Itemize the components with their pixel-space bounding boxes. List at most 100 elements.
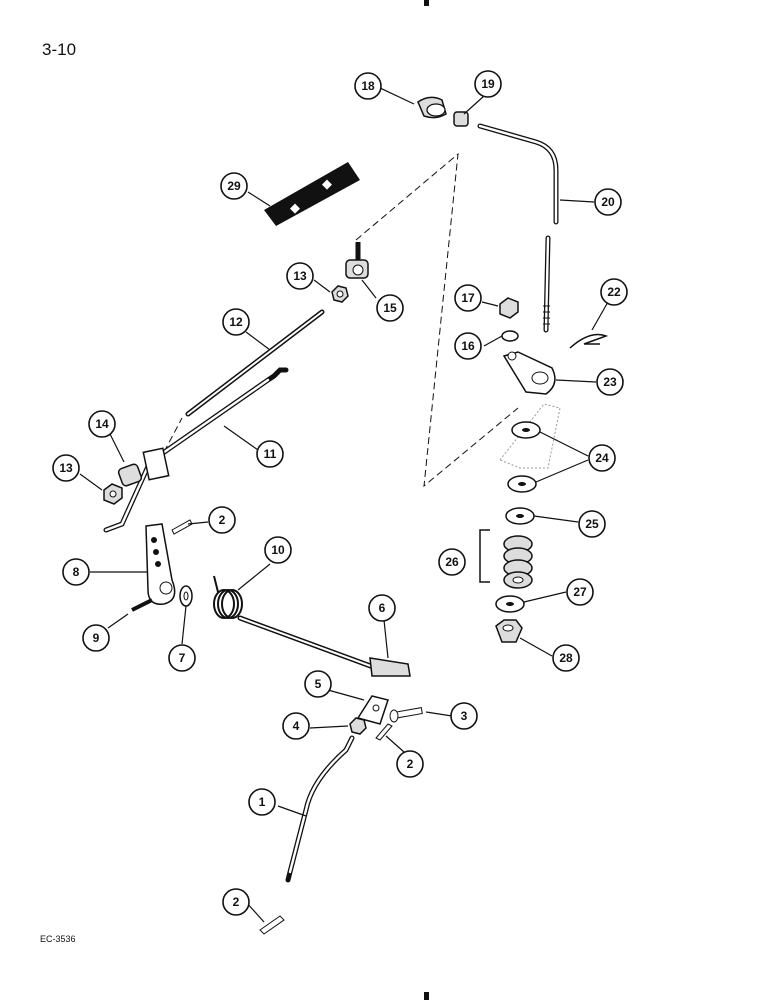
callout-17: 17 (454, 284, 482, 312)
assembly-guide-line (355, 152, 519, 488)
svg-text:10: 10 (271, 543, 285, 557)
svg-text:29: 29 (227, 179, 241, 193)
part-hairpin-clip (569, 333, 609, 349)
part-bent-linkage-rod (103, 367, 289, 533)
part-spacer-bushing (117, 463, 143, 487)
part-nut-lower (103, 483, 123, 505)
callout-15: 15 (376, 294, 404, 322)
callout-11: 11 (256, 440, 284, 468)
svg-text:12: 12 (229, 315, 243, 329)
svg-text:13: 13 (293, 269, 307, 283)
callout-8: 8 (62, 558, 90, 586)
callout-9: 9 (82, 624, 110, 652)
callout-2-upper: 2 (208, 506, 236, 534)
callout-28: 28 (552, 644, 580, 672)
svg-text:2: 2 (407, 757, 414, 771)
callout-5: 5 (304, 670, 332, 698)
svg-text:16: 16 (461, 339, 475, 353)
part-ball-joint (345, 242, 369, 279)
svg-text:9: 9 (93, 631, 100, 645)
part-nut-upper (331, 285, 349, 303)
part-thrust-washer (505, 507, 535, 525)
callout-2-middle: 2 (396, 750, 424, 778)
part-torsion-spring (213, 575, 243, 619)
part-roll-pin (131, 598, 153, 612)
top-edge-mark (424, 0, 429, 6)
svg-text:28: 28 (559, 651, 573, 665)
svg-text:22: 22 (607, 285, 621, 299)
part-direction-decal: ◆ ◆ (264, 162, 360, 226)
svg-text:5: 5 (315, 677, 322, 691)
callout-1: 1 (248, 788, 276, 816)
svg-text:4: 4 (293, 719, 300, 733)
callout-22: 22 (600, 278, 628, 306)
figure-code: EC-3536 (40, 934, 76, 944)
svg-text:15: 15 (383, 301, 397, 315)
svg-text:24: 24 (595, 451, 609, 465)
callout-29: 29 (220, 172, 248, 200)
svg-text:19: 19 (481, 77, 495, 91)
callout-26: 26 (438, 548, 466, 576)
part-upper-control-rod (477, 123, 559, 333)
callout-2-lower: 2 (222, 888, 250, 916)
svg-text:26: 26 (445, 555, 459, 569)
callout-4: 4 (282, 712, 310, 740)
part-lock-nut (495, 619, 523, 643)
svg-text:1: 1 (259, 795, 266, 809)
svg-text:8: 8 (73, 565, 80, 579)
part-lower-control-rod (285, 735, 355, 883)
svg-text:23: 23 (603, 375, 617, 389)
assembly-guide-line-left (163, 417, 183, 453)
group-bracket (479, 529, 490, 583)
page-number: 3-10 (42, 40, 77, 59)
part-cotter-pin-upper (171, 519, 193, 535)
svg-text:6: 6 (379, 601, 386, 615)
bottom-edge-mark (424, 992, 429, 1000)
part-flat-washer (495, 595, 525, 613)
callout-10: 10 (264, 536, 292, 564)
callout-25: 25 (578, 510, 606, 538)
svg-text:18: 18 (361, 79, 375, 93)
part-cotter-pin-lower (259, 915, 285, 935)
part-cross-shaft (237, 615, 411, 677)
part-pivot-arm (502, 351, 556, 395)
callout-13-lower: 13 (52, 454, 80, 482)
svg-text:3: 3 (461, 709, 468, 723)
callout-7: 7 (168, 644, 196, 672)
svg-text:2: 2 (233, 895, 240, 909)
part-bushing (453, 111, 469, 127)
part-clevis (356, 695, 389, 725)
part-nut-pivot (499, 297, 519, 319)
part-knob (417, 96, 447, 119)
leader-lines (79, 87, 609, 923)
callout-18: 18 (354, 72, 382, 100)
part-threaded-rod (185, 309, 325, 417)
callout-12: 12 (222, 308, 250, 336)
svg-text:20: 20 (601, 195, 615, 209)
svg-text:14: 14 (95, 417, 109, 431)
svg-text:13: 13 (59, 461, 73, 475)
callout-27: 27 (566, 578, 594, 606)
part-spring-washer-stack (503, 535, 533, 589)
callout-19: 19 (474, 70, 502, 98)
part-clevis-pin (389, 707, 423, 723)
callout-20: 20 (594, 188, 622, 216)
part-lock-washer (501, 330, 519, 342)
part-washer (179, 585, 193, 607)
callout-24: 24 (588, 444, 616, 472)
callout-3: 3 (450, 702, 478, 730)
svg-text:25: 25 (585, 517, 599, 531)
part-washer-lower (507, 475, 537, 493)
part-jam-nut (349, 717, 367, 735)
svg-text:27: 27 (573, 585, 587, 599)
part-cotter-pin-middle (375, 723, 393, 741)
part-lever-arm (145, 523, 176, 605)
svg-text:17: 17 (461, 291, 475, 305)
callout-13-upper: 13 (286, 262, 314, 290)
callout-16: 16 (454, 332, 482, 360)
svg-text:2: 2 (219, 513, 226, 527)
callout-23: 23 (596, 368, 624, 396)
part-washer-upper (511, 421, 541, 439)
svg-text:7: 7 (179, 651, 186, 665)
